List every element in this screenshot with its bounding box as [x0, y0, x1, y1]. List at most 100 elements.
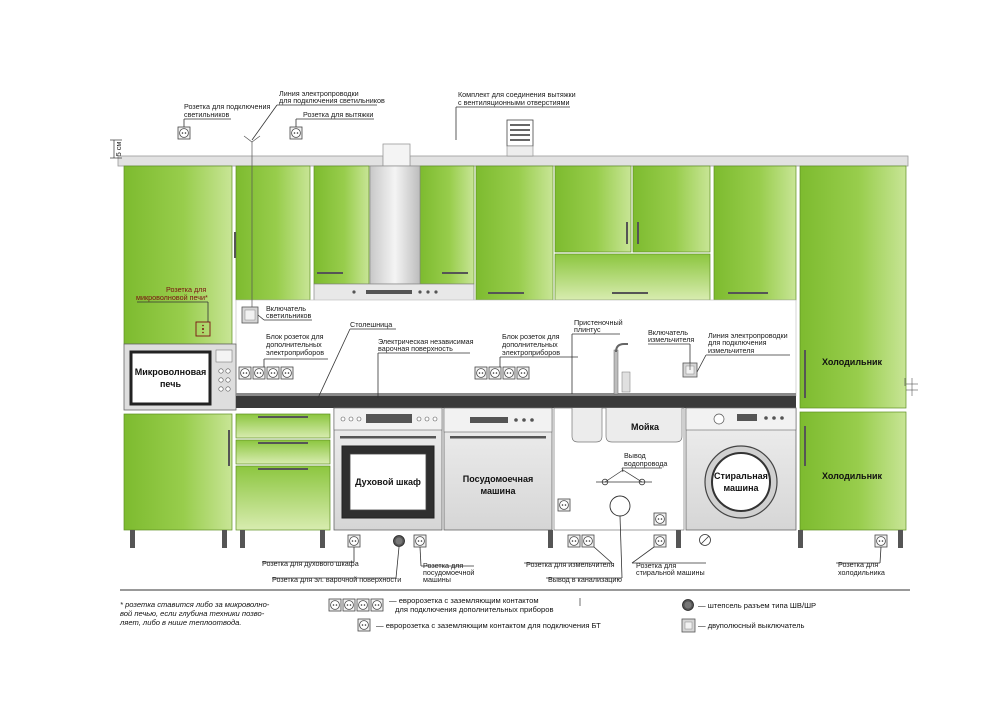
callout-hob-2: варочная поверхность: [378, 344, 453, 353]
fridge-top-label: Холодильник: [822, 357, 883, 367]
callout-socket-fridge-1: Розетка для: [838, 560, 878, 569]
socket-chopper-2-icon: [581, 534, 595, 548]
wiring-lines: [243, 135, 906, 386]
callout-socket-washer-2: стиральной машины: [636, 568, 705, 577]
legend-euro-socket-2: для подключения дополнительных приборов: [395, 605, 554, 614]
upper-cabinets: [123, 165, 797, 345]
callout-socket-oven: Розетка для духового шкафа: [262, 559, 359, 568]
socket-oven-icon: [347, 534, 361, 548]
socket-washer-1-icon: [653, 512, 667, 526]
callout-hood-kit-2: с вентиляционными отверстиями: [458, 98, 570, 107]
callout-socket-lights-1: Розетка для подключения: [184, 102, 271, 111]
microwave: Микроволновая печь: [123, 343, 237, 411]
washing-machine: Стиральная машина: [685, 407, 797, 546]
vent-connection-kit: [506, 119, 534, 157]
dishwasher-label-line1: Посудомоечная: [463, 474, 533, 484]
backsplash: [235, 299, 797, 397]
callout-switch-lights-2: светильников: [266, 311, 312, 320]
socket-block-left-1-icon: [238, 366, 252, 380]
leader-lines: [137, 104, 882, 579]
sockets: [177, 126, 888, 548]
range-hood: [313, 165, 475, 303]
callout-socket-dish-3: машины: [423, 575, 451, 584]
socket-block-right-4-icon: [516, 366, 530, 380]
countertop: [236, 396, 796, 408]
fridge-column: Холодильник Холодильник: [799, 165, 918, 531]
washer-label-line2: машина: [723, 483, 759, 493]
legend-plug: — штепсель разъем типа ШВ/ШР: [698, 601, 816, 610]
callout-plinth-1: Пристеночный: [574, 318, 623, 327]
legend-euro-socket-1: — евророзетка с заземляющим контактом: [389, 596, 539, 605]
socket-dishwasher-icon: [557, 498, 571, 512]
legend-euro-socket-bt: — евророзетка с заземляющим контактом дл…: [376, 621, 601, 630]
socket-hood-icon: [289, 126, 303, 140]
callouts: Розетка для подключения светильников Лин…: [136, 89, 885, 584]
microwave-label-line2: печь: [160, 379, 181, 389]
microwave-label-line1: Микроволновая: [135, 367, 207, 377]
callout-socket-micro-2: микроволновой печи*: [136, 293, 208, 302]
legend: — евророзетка с заземляющим контактом дл…: [328, 596, 816, 633]
socket-block-right-1-icon: [474, 366, 488, 380]
callout-wire-lights-1: Линия электропроводки: [279, 89, 359, 98]
legend-switch: — двуполюсный выключатель: [698, 621, 805, 630]
callout-socket-dish-2: посудомоечной: [423, 568, 474, 577]
callout-water-outlet-2: водопровода: [624, 459, 667, 468]
socket-block-right-3-icon: [502, 366, 516, 380]
callout-drain: Вывод в канализацию: [548, 575, 622, 584]
callout-socket-lights-2: светильников: [184, 110, 230, 119]
callout-socket-fridge-2: холодильника: [838, 568, 885, 577]
callout-block-left-2: дополнительных: [266, 340, 322, 349]
footnote-line1: * розетка ставится либо за микроволно-: [120, 600, 270, 609]
callout-water-outlet-1: Вывод: [624, 451, 647, 460]
callout-socket-chopper: Розетка для измельчителя: [526, 560, 615, 569]
callout-block-left-3: электроприборов: [266, 348, 324, 357]
dishwasher: Посудомоечная машина: [443, 407, 553, 531]
dishwasher-label-line2: машина: [480, 486, 516, 496]
callout-switch-lights-1: Включатель: [266, 304, 306, 313]
callout-plinth-2: плинтус: [574, 325, 601, 334]
callout-socket-micro-1: Розетка для: [166, 285, 206, 294]
socket-block-left-3-icon: [266, 366, 280, 380]
washer-label-line1: Стиральная: [714, 471, 768, 481]
sink-label: Мойка: [631, 422, 660, 432]
socket-block-right-2-icon: [488, 366, 502, 380]
wall-plinth: [236, 393, 796, 396]
callout-wire-chopper-2: для подключения: [708, 338, 767, 347]
callout-switch-chopper-2: измельчителя: [648, 335, 694, 344]
cabinet-legs: [130, 530, 903, 548]
callout-block-right-2: дополнительных: [502, 340, 558, 349]
callout-socket-dish-1: Розетка для: [423, 561, 463, 570]
socket-hob-icon: [413, 534, 427, 548]
socket-microwave-icon: [195, 321, 211, 337]
callout-hood-kit-1: Комплект для соединения вытяжки: [458, 90, 576, 99]
socket-chopper-1-icon: [567, 534, 581, 548]
callout-countertop: Столешница: [350, 320, 392, 329]
footnote-line2: вой печью, если глубина техники позво-: [120, 609, 265, 618]
callout-block-left-1: Блок розеток для: [266, 332, 324, 341]
callout-switch-chopper-1: Включатель: [648, 328, 688, 337]
socket-washer-2-icon: [653, 534, 667, 548]
oven: Духовой шкаф: [333, 407, 443, 531]
five-cm-label: 5 см: [114, 142, 123, 157]
socket-fridge-icon: [874, 534, 888, 548]
callout-socket-hood: Розетка для вытяжки: [303, 110, 373, 119]
callout-socket-washer-1: Розетка для: [636, 561, 676, 570]
footnote: * розетка ставится либо за микроволно- в…: [119, 600, 270, 627]
fridge-bottom-label: Холодильник: [822, 471, 883, 481]
callout-wire-chopper-1: Линия электропроводки: [708, 331, 788, 340]
oven-label: Духовой шкаф: [355, 477, 421, 487]
socket-block-left-2-icon: [252, 366, 266, 380]
callout-hob-1: Электрическая независимая: [378, 337, 474, 346]
socket-lights-icon: [177, 126, 191, 140]
socket-block-left-4-icon: [280, 366, 294, 380]
sink-cabinet: Мойка: [553, 343, 685, 531]
footnote-line3: ляет, либо в нише теплоотвода.: [119, 618, 242, 627]
callout-wire-lights-2: для подключения светильников: [279, 96, 385, 105]
callout-block-right-3: электроприборов: [502, 348, 560, 357]
callout-wire-chopper-3: измельчителя: [708, 346, 754, 355]
dimension-5cm: 5 см: [110, 139, 123, 159]
callout-socket-hob: Розетка для эл. варочной поверхности: [272, 575, 401, 584]
lower-left-cabinets: [123, 413, 331, 531]
callout-block-right-1: Блок розеток для: [502, 332, 560, 341]
